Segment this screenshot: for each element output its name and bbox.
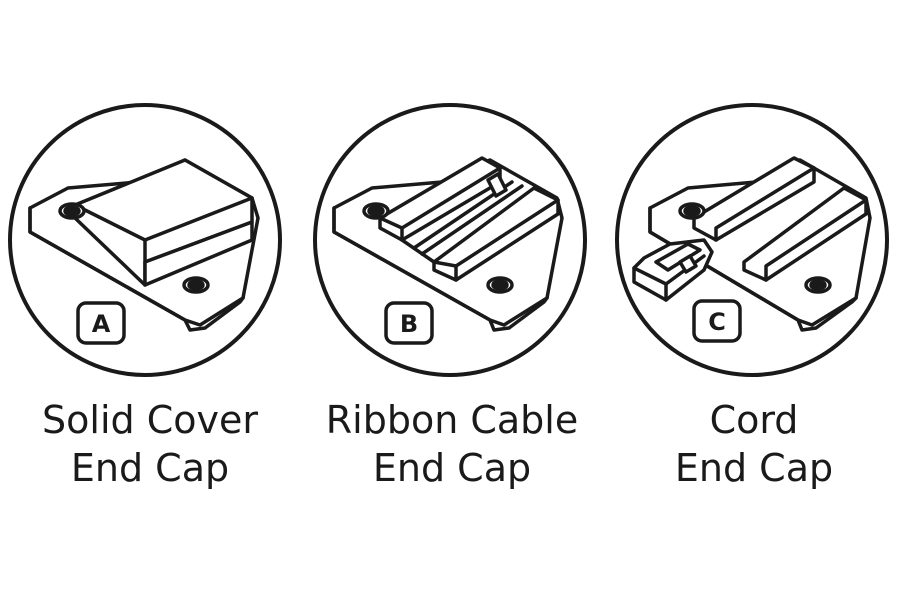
panel-ribbon-cable: B Ribbon Cable End Cap [302, 0, 602, 600]
badge-letter-a: A [92, 310, 111, 338]
solid-cover-part [28, 158, 260, 332]
caption-line-2: End Cap [674, 446, 834, 490]
ribbon-cable-end-cap-illustration: B [313, 103, 587, 377]
caption-cord: Cord End Cap [604, 396, 900, 492]
cord-end-cap-illustration: C [615, 103, 889, 377]
solid-cover-end-cap-illustration: A [8, 103, 282, 377]
caption-line-1: Ribbon Cable [325, 398, 579, 442]
badge-letter-b: B [400, 310, 418, 338]
ribbon-cable-part [332, 156, 564, 332]
caption-line-2: End Cap [70, 446, 230, 490]
panel-cord: C Cord End Cap [604, 0, 900, 600]
caption-line-2: End Cap [372, 446, 532, 490]
caption-solid-cover: Solid Cover End Cap [0, 396, 300, 492]
badge-b: B [384, 301, 434, 345]
badge-c: C [692, 299, 742, 343]
caption-line-1: Solid Cover [42, 398, 258, 442]
caption-ribbon-cable: Ribbon Cable End Cap [302, 396, 602, 492]
panel-solid-cover: A Solid Cover End Cap [0, 0, 300, 600]
badge-a: A [76, 301, 126, 345]
cord-part [632, 156, 872, 332]
badge-letter-c: C [708, 308, 726, 336]
caption-line-1: Cord [709, 398, 799, 442]
